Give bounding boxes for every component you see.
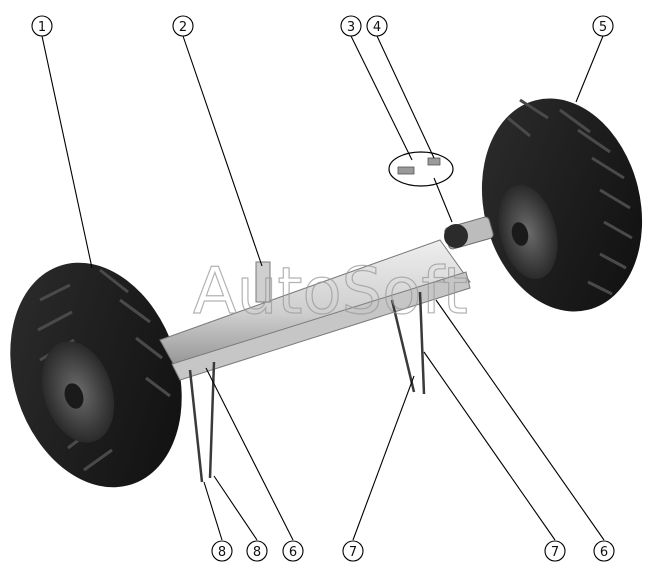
front-beam	[171, 271, 471, 381]
callout-6b: 6	[593, 540, 615, 562]
callouts: 1 2 3 4 5 8 8 6 7 7 6	[31, 15, 615, 562]
callout-5: 5	[592, 15, 614, 37]
right-hub-flange	[444, 224, 468, 248]
callout-6b-label: 6	[600, 545, 608, 560]
center-pivot	[255, 261, 271, 303]
callout-5-label: 5	[599, 20, 607, 35]
callout-2: 2	[172, 15, 194, 37]
left-hub	[64, 383, 84, 409]
right-wheel	[481, 98, 643, 312]
support-rods	[188, 291, 426, 483]
callout-2-label: 2	[179, 20, 187, 35]
leader-lines	[41, 35, 605, 541]
right-tire	[481, 98, 643, 312]
detail-circle	[388, 151, 454, 187]
callout-8b-label: 8	[253, 545, 261, 560]
callout-6a: 6	[282, 540, 304, 562]
callout-8a-label: 8	[218, 545, 226, 560]
callout-8a: 8	[211, 540, 233, 562]
callout-3-label: 3	[347, 20, 355, 35]
callout-8b: 8	[246, 540, 268, 562]
callout-7a: 7	[342, 540, 364, 562]
right-rim	[498, 184, 558, 280]
callout-7a-label: 7	[349, 545, 357, 560]
callout-6a-label: 6	[289, 545, 297, 560]
callout-4: 4	[366, 15, 388, 37]
right-hub	[511, 222, 529, 246]
callout-1: 1	[31, 15, 53, 37]
part-3-pin	[397, 166, 415, 175]
part-4-pin	[427, 157, 441, 166]
callout-7b: 7	[544, 540, 566, 562]
callout-3: 3	[340, 15, 362, 37]
right-tire-tread	[507, 98, 633, 296]
triangular-frame	[159, 239, 471, 373]
callout-1-label: 1	[38, 20, 46, 35]
axle-frame	[159, 216, 494, 381]
callout-4-label: 4	[373, 20, 381, 35]
callout-7b-label: 7	[551, 545, 559, 560]
left-wheel	[10, 262, 182, 488]
watermark: AutoSoft	[193, 255, 468, 329]
